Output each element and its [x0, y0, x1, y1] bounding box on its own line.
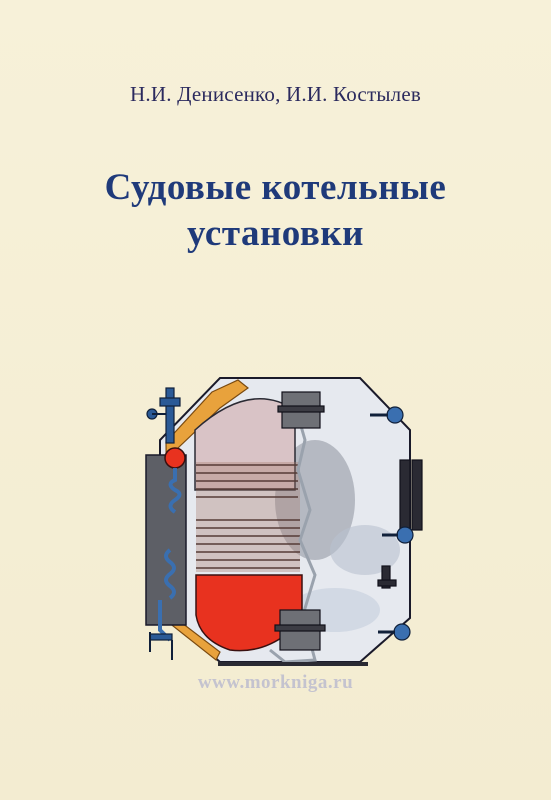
safety-valve [146, 387, 181, 444]
boiler-illustration [145, 377, 423, 666]
side-chamber [145, 454, 187, 626]
nozzles [370, 406, 414, 641]
title-line-2: установки [187, 213, 364, 254]
tube-bundle-shade [196, 462, 300, 572]
authors: Н.И. Денисенко, И.И. Костылев [130, 82, 421, 106]
drain-valve [149, 632, 173, 660]
right-fittings [274, 391, 423, 651]
tube-bundle [196, 464, 300, 569]
book-title: Судовые котельные установки [0, 165, 551, 257]
upper-chamber [194, 398, 296, 491]
casing-shade-2 [330, 525, 400, 575]
title-line-1: Судовые котельные [104, 167, 447, 208]
cutaway-edge [269, 404, 317, 664]
base-plate [218, 662, 368, 666]
watermark: www.morkniga.ru [197, 672, 354, 693]
steam-drum [164, 447, 186, 469]
